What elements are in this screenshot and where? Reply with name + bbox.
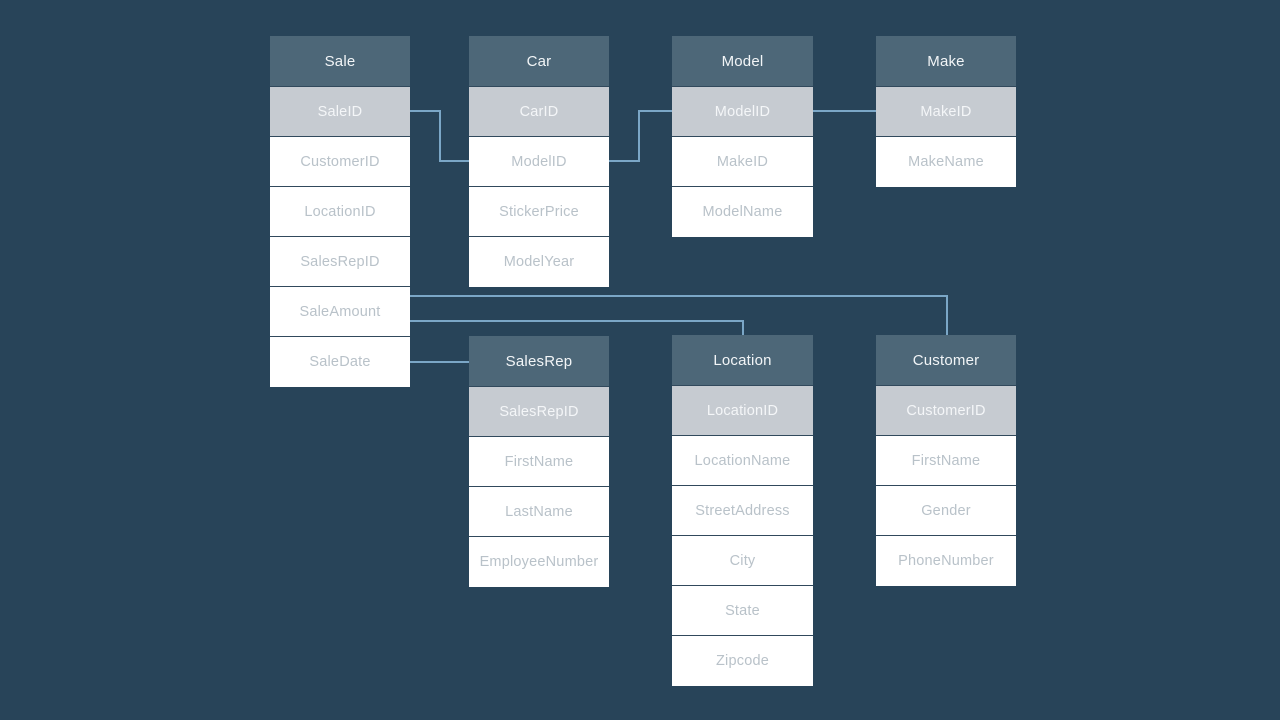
field-sale-saleamount[interactable]: SaleAmount — [270, 287, 410, 337]
field-salesrep-lastname[interactable]: LastName — [469, 487, 609, 537]
field-location-city[interactable]: City — [672, 536, 813, 586]
field-customer-gender[interactable]: Gender — [876, 486, 1016, 536]
field-model-makeid[interactable]: MakeID — [672, 137, 813, 187]
field-location-zipcode[interactable]: Zipcode — [672, 636, 813, 686]
relationship-line-car-model — [609, 110, 672, 162]
field-sale-salesrepid[interactable]: SalesRepID — [270, 237, 410, 287]
primary-key-field-make-makeid[interactable]: MakeID — [876, 87, 1016, 137]
entity-title-salesrep: SalesRep — [469, 336, 609, 387]
primary-key-field-car-carid[interactable]: CarID — [469, 87, 609, 137]
relationship-line-sale-location — [410, 320, 744, 335]
field-salesrep-firstname[interactable]: FirstName — [469, 437, 609, 487]
entity-title-location: Location — [672, 335, 813, 386]
primary-key-field-sale-saleid[interactable]: SaleID — [270, 87, 410, 137]
entity-title-model: Model — [672, 36, 813, 87]
field-location-locationname[interactable]: LocationName — [672, 436, 813, 486]
primary-key-field-model-modelid[interactable]: ModelID — [672, 87, 813, 137]
field-car-modelyear[interactable]: ModelYear — [469, 237, 609, 287]
relationship-line-sale-customer — [410, 295, 948, 335]
field-model-modelname[interactable]: ModelName — [672, 187, 813, 237]
relationship-line-sale-car — [410, 110, 469, 162]
field-location-state[interactable]: State — [672, 586, 813, 636]
field-customer-phonenumber[interactable]: PhoneNumber — [876, 536, 1016, 586]
entity-title-customer: Customer — [876, 335, 1016, 386]
field-make-makename[interactable]: MakeName — [876, 137, 1016, 187]
primary-key-field-location-locationid[interactable]: LocationID — [672, 386, 813, 436]
field-sale-saledate[interactable]: SaleDate — [270, 337, 410, 387]
field-sale-locationid[interactable]: LocationID — [270, 187, 410, 237]
entity-title-make: Make — [876, 36, 1016, 87]
entity-title-car: Car — [469, 36, 609, 87]
field-salesrep-employeenumber[interactable]: EmployeeNumber — [469, 537, 609, 587]
field-car-stickerprice[interactable]: StickerPrice — [469, 187, 609, 237]
entity-title-sale: Sale — [270, 36, 410, 87]
field-customer-firstname[interactable]: FirstName — [876, 436, 1016, 486]
field-sale-customerid[interactable]: CustomerID — [270, 137, 410, 187]
field-location-streetaddress[interactable]: StreetAddress — [672, 486, 813, 536]
primary-key-field-salesrep-salesrepid[interactable]: SalesRepID — [469, 387, 609, 437]
field-car-modelid[interactable]: ModelID — [469, 137, 609, 187]
primary-key-field-customer-customerid[interactable]: CustomerID — [876, 386, 1016, 436]
